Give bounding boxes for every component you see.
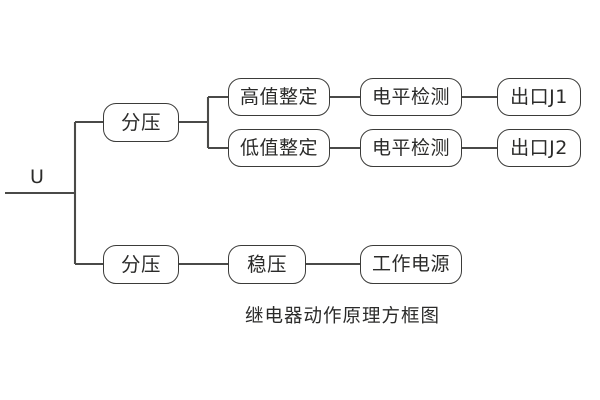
node-label-low-set: 低值整定 xyxy=(239,136,318,159)
node-divider-bottom[interactable]: 分压 xyxy=(103,245,179,284)
node-label-high-set: 高值整定 xyxy=(239,85,318,108)
node-working-supply[interactable]: 工作电源 xyxy=(360,245,462,284)
node-label-output-j1: 出口J1 xyxy=(510,85,568,108)
input-voltage-label: U xyxy=(30,166,44,188)
node-output-j1[interactable]: 出口J1 xyxy=(497,78,581,116)
node-low-set[interactable]: 低值整定 xyxy=(228,129,330,167)
node-level-detect-1[interactable]: 电平检测 xyxy=(360,78,462,116)
node-label-regulator: 稳压 xyxy=(246,252,287,276)
node-divider-top[interactable]: 分压 xyxy=(103,103,179,142)
node-label-divider-bottom: 分压 xyxy=(120,252,161,276)
node-regulator[interactable]: 稳压 xyxy=(228,245,306,284)
node-label-level-detect-1: 电平检测 xyxy=(371,85,450,108)
diagram-caption: 继电器动作原理方框图 xyxy=(245,306,441,327)
node-label-divider-top: 分压 xyxy=(120,110,161,134)
node-level-detect-2[interactable]: 电平检测 xyxy=(360,129,462,167)
node-high-set[interactable]: 高值整定 xyxy=(228,78,330,116)
node-label-working-supply: 工作电源 xyxy=(371,253,450,275)
node-label-level-detect-2: 电平检测 xyxy=(371,136,450,159)
node-label-output-j2: 出口J2 xyxy=(510,136,568,159)
node-output-j2[interactable]: 出口J2 xyxy=(497,129,581,167)
